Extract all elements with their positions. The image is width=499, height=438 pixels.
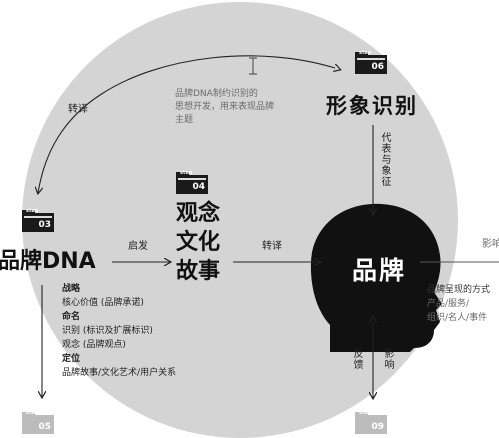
step-03-number: 03 — [38, 220, 51, 230]
dna-list-item-story: 品牌故事/文化艺术/用户关系 — [62, 367, 177, 378]
dna-note-line-2: 思想开发，用来表现品牌 — [175, 102, 275, 113]
step-04-number: 04 — [192, 182, 205, 192]
step-03-folder-icon: step 03 — [22, 208, 54, 232]
step-06-tab: step — [359, 50, 372, 56]
step-09-number: 09 — [371, 422, 384, 432]
concept-line-1: 观念 — [176, 201, 221, 226]
step-05-number: 05 — [38, 422, 51, 432]
dna-list-item-concept: 观念 (品牌观点) — [62, 339, 126, 350]
step-04-folder-icon: step 04 — [176, 170, 208, 194]
head-silhouette — [310, 203, 442, 352]
step-03-tab: step — [26, 208, 39, 214]
brand-dna-title: 品牌DNA — [0, 249, 96, 274]
dna-note: 品牌DNA制约识别的 思想开发，用来表现品牌 主题 — [175, 88, 274, 127]
brand-manifest: 品牌呈现的方式 产品/服务/ 组织/名人/事件 — [427, 284, 490, 326]
label-translate-top: 转译 — [68, 104, 88, 115]
label-translate-mid: 转译 — [262, 241, 282, 252]
step-05-folder-icon: step 05 — [22, 410, 54, 434]
brand-manifest-line-3: 组织/名人/事件 — [427, 312, 488, 323]
dna-list-item-core-value: 核心价值 (品牌承诺) — [62, 297, 144, 308]
dna-note-line-1: 品牌DNA制约识别的 — [175, 89, 258, 99]
brand-manifest-line-2: 产品/服务/ — [427, 298, 470, 309]
label-represent: 代表与象征 — [379, 132, 390, 187]
label-feedback: 反馈 — [351, 348, 362, 370]
dna-list-heading-strategy: 战略 — [62, 284, 81, 294]
step-09-folder-icon: step 09 — [355, 410, 387, 434]
dna-list-heading-positioning: 定位 — [62, 353, 81, 364]
concept-line-2: 文化 — [176, 230, 221, 255]
concept-line-3: 故事 — [176, 259, 221, 284]
arc-arrow — [38, 55, 335, 193]
label-influence: 影响 — [382, 348, 393, 370]
label-inspire: 启发 — [128, 241, 148, 252]
dna-list-heading-naming: 命名 — [62, 311, 81, 322]
step-06-folder-icon: step 06 — [355, 50, 387, 74]
label-influence-right: 影响 — [482, 239, 499, 250]
text-cursor-icon — [249, 57, 257, 75]
step-05-tab: step — [26, 410, 39, 416]
step-06-number: 06 — [371, 62, 384, 72]
image-identity-title: 形象识别 — [326, 94, 418, 118]
dna-component-list: 战略 核心价值 (品牌承诺) 命名 识别 (标识及扩展标识) 观念 (品牌观点)… — [62, 283, 176, 381]
dna-note-line-3: 主题 — [175, 115, 194, 126]
step-09-tab: step — [359, 410, 372, 416]
step-04-tab: step — [180, 170, 193, 176]
dna-list-item-identity: 识别 (标识及扩展标识) — [62, 325, 153, 336]
brand-manifest-line-1: 品牌呈现的方式 — [427, 285, 491, 295]
brand-title: 品牌 — [352, 256, 407, 285]
